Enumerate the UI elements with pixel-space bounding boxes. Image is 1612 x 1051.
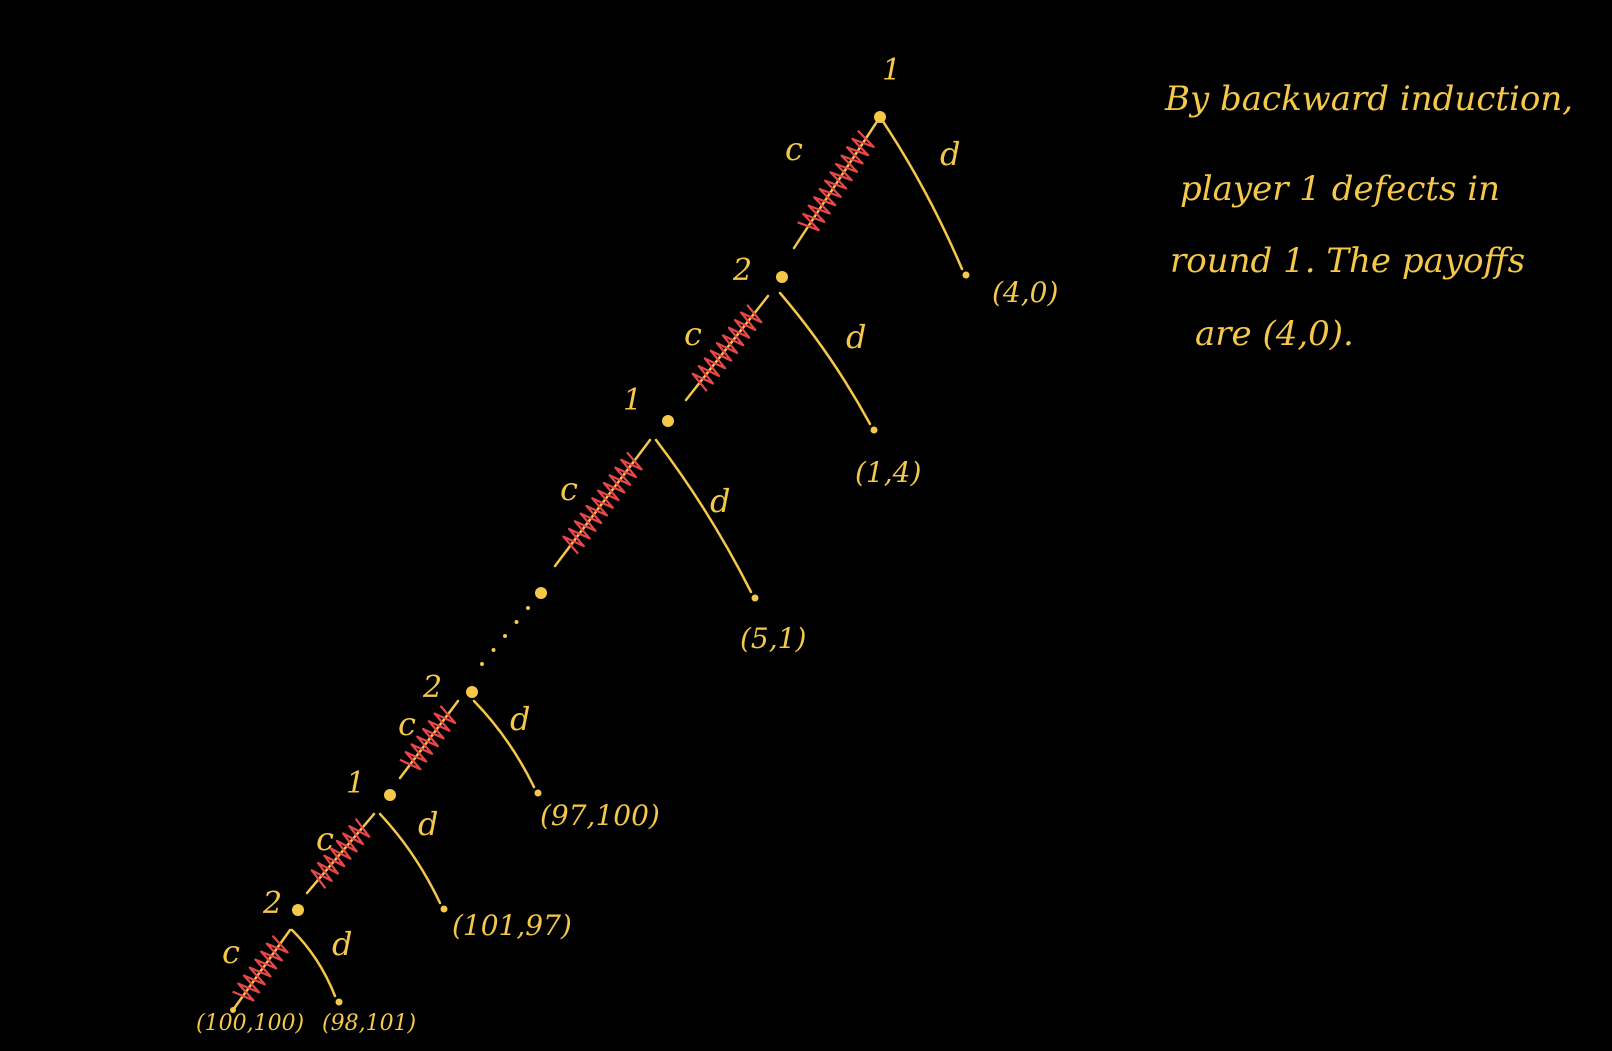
- cross-out-scribble-5: [310, 818, 371, 889]
- decision-node-4: [535, 587, 547, 599]
- player-label-2: 2: [732, 253, 752, 288]
- payoff-7: (100,100): [196, 1011, 304, 1036]
- payoff-6: (98,101): [322, 1011, 416, 1036]
- note-line-1: By backward induction,: [1164, 79, 1573, 119]
- terminal-node-3: [751, 594, 759, 602]
- decision-node-6: [384, 789, 396, 801]
- decision-node-7: [292, 904, 304, 916]
- payoff-1: (4,0): [992, 276, 1058, 309]
- note-line-3: round 1. The payoffs: [1170, 241, 1525, 281]
- defect-label-5: d: [418, 805, 438, 843]
- ellipsis-dot: [480, 662, 484, 666]
- defect-label-1: d: [940, 135, 960, 173]
- player-label-1: 1: [882, 53, 901, 88]
- payoff-3: (5,1): [740, 622, 806, 655]
- payoff-5: (101,97): [452, 909, 572, 942]
- note-line-2: player 1 defects in: [1180, 169, 1500, 209]
- defect-edge-4: [472, 699, 536, 789]
- player-label-7: 2: [262, 886, 282, 921]
- defect-label-2: d: [846, 318, 866, 356]
- decision-node-1: [874, 111, 886, 123]
- terminal-node-1: [962, 271, 970, 279]
- terminal-node-7: [230, 1007, 236, 1013]
- cooperate-label-4: c: [398, 705, 416, 743]
- payoff-4: (97,100): [540, 799, 660, 832]
- cooperate-label-6: c: [222, 933, 240, 971]
- note-line-4: are (4,0).: [1195, 314, 1354, 354]
- terminal-node-4: [534, 789, 542, 797]
- game-tree: c c c c c c d (4,0) d (1,4) d (5,1) d (97,100) d (101,9…: [196, 53, 1058, 1036]
- cooperate-label-5: c: [316, 820, 334, 858]
- decision-node-3: [662, 415, 674, 427]
- cross-out-scribble-2: [691, 304, 763, 392]
- cooperate-edge-1: [792, 115, 882, 250]
- terminal-node-2: [870, 426, 878, 434]
- decision-node-2: [776, 271, 788, 283]
- conclusion-note: By backward induction, player 1 defects …: [1164, 79, 1573, 354]
- defect-label-3: d: [710, 482, 730, 520]
- player-label-6: 1: [346, 766, 365, 801]
- defect-label-4: d: [510, 700, 530, 738]
- defect-edge-1: [878, 115, 964, 271]
- ellipsis-dot: [526, 606, 530, 610]
- terminal-node-6: [335, 998, 343, 1006]
- cooperate-label-3: c: [560, 470, 578, 508]
- terminal-node-5: [440, 905, 448, 913]
- cross-out-scribble-3: [562, 451, 643, 555]
- ellipsis-dot: [503, 634, 507, 638]
- cross-out-scribble-6: [232, 934, 289, 1002]
- payoff-2: (1,4): [855, 456, 921, 489]
- cooperate-label-2: c: [684, 315, 702, 353]
- ellipsis-dot: [514, 620, 519, 624]
- ellipsis-dot: [491, 648, 496, 652]
- decision-node-5: [466, 686, 478, 698]
- defect-edge-2: [778, 291, 872, 426]
- defect-edge-3: [654, 438, 753, 594]
- player-label-3: 1: [623, 383, 642, 418]
- defect-label-6: d: [332, 925, 352, 963]
- cooperate-edge-6: [231, 928, 292, 1012]
- defect-edge-6: [290, 928, 337, 998]
- cross-out-scribble-4: [399, 705, 457, 771]
- defect-edge-5: [378, 812, 442, 905]
- cooperate-label-1: c: [785, 130, 803, 168]
- cross-out-scribble-1: [797, 129, 875, 232]
- player-label-5: 2: [422, 670, 442, 705]
